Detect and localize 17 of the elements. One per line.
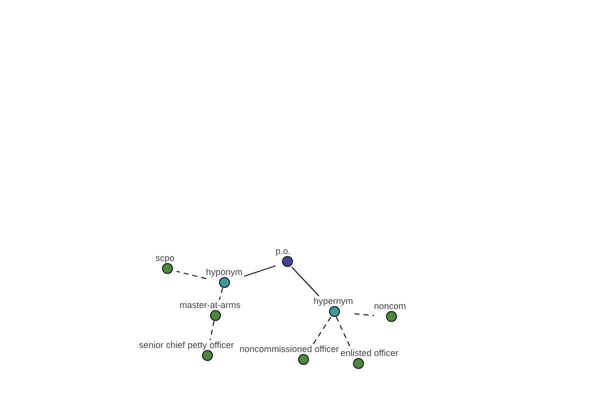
node-label: hyponym [206,267,243,277]
node-label: senior chief petty officer [139,340,234,350]
dashed-connector-line [312,316,332,344]
dashed-connector-line [210,320,214,340]
dashed-connector-line [354,313,374,316]
dashed-connector-line [336,316,352,348]
connector-line [244,265,276,277]
node-label: enlisted officer [340,348,398,358]
node-label: scpo [156,253,175,263]
dashed-connector-line [176,270,206,280]
node-label: p.o. [276,246,291,256]
dashed-connector-line [218,288,224,300]
node-label: noncommissioned officer [240,344,339,354]
node-label: master-at-arms [180,300,241,310]
connector-line [291,266,320,296]
node-label: hypernym [314,296,354,306]
node-label: noncom [374,301,406,311]
